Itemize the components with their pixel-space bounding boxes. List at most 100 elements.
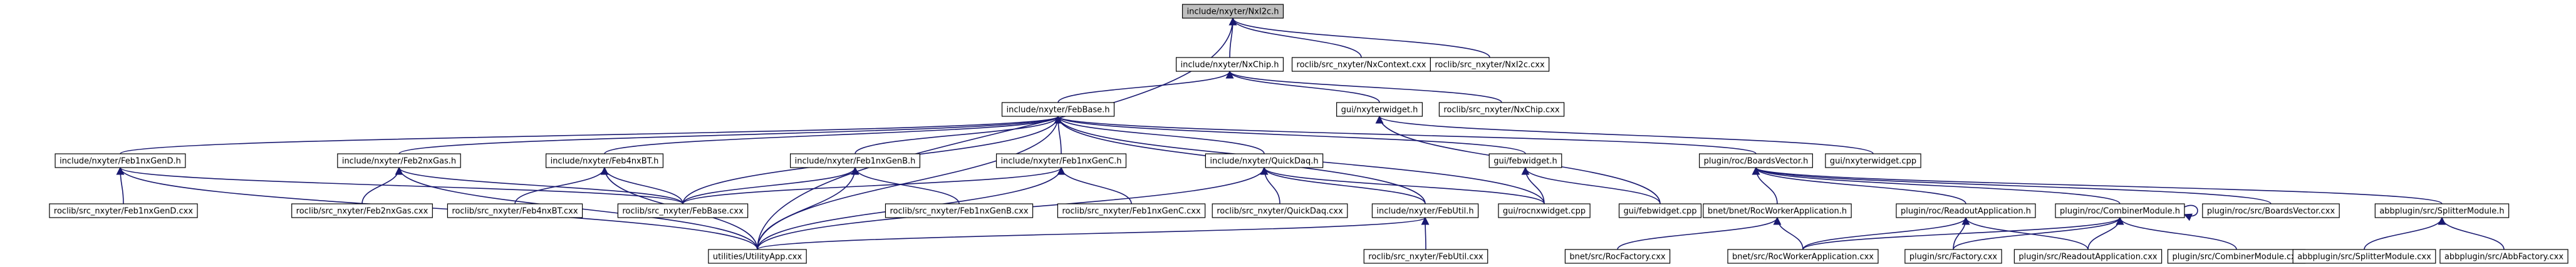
nodes-layer: include/nxyter/NxI2c.hroclib/src_nxyter/… xyxy=(49,4,2568,264)
edge-febbase_h-quickdaq_h xyxy=(1054,115,1265,154)
node-label: roclib/src_nxyter/NxI2c.cxx xyxy=(1435,61,1545,70)
node-label: include/nxyter/NxChip.h xyxy=(1181,61,1279,70)
node-nxchip-cxx[interactable]: roclib/src_nxyter/NxChip.cxx xyxy=(1438,102,1565,117)
node-label: roclib/src_nxyter/Feb1nxGenB.cxx xyxy=(890,207,1028,216)
node-box xyxy=(1336,102,1423,117)
node-rocfactory-cxx[interactable]: bnet/src/RocFactory.cxx xyxy=(1564,249,1671,264)
node-box xyxy=(1564,249,1671,264)
node-feb4nxbt-cxx[interactable]: roclib/src_nxyter/Feb4nxBT.cxx xyxy=(447,203,583,218)
edge-feb1nxgenc_h-feb1nxgenc_cxx xyxy=(1057,166,1132,204)
node-pluginfactory-cxx[interactable]: plugin/src/Factory.cxx xyxy=(1904,249,2002,264)
node-label: roclib/src_nxyter/Feb2nxGas.cxx xyxy=(296,207,428,216)
node-rocworkerapp-cxx[interactable]: bnet/src/RocWorkerApplication.cxx xyxy=(1727,249,1879,264)
edge-nxchip_h-febbase_h xyxy=(1057,70,1234,103)
node-label: abbplugin/src/SplitterModule.cxx xyxy=(2297,253,2431,262)
edge-rocworkerapp_h-rocfactory_cxx xyxy=(1617,216,1782,250)
node-readoutapp-cxx[interactable]: plugin/src/ReadoutApplication.cxx xyxy=(2013,249,2163,264)
node-nxi2c-cxx[interactable]: roclib/src_nxyter/NxI2c.cxx xyxy=(1430,57,1550,72)
node-label: plugin/roc/src/BoardsVector.cxx xyxy=(2207,207,2335,216)
node-febbase-h[interactable]: include/nxyter/FebBase.h xyxy=(1001,102,1115,117)
node-label: gui/febwidget.h xyxy=(1493,157,1557,166)
node-label: plugin/src/ReadoutApplication.cxx xyxy=(2018,253,2158,262)
node-readoutapp-h[interactable]: plugin/roc/ReadoutApplication.h xyxy=(1896,203,2036,218)
node-boardsvector-cxx[interactable]: plugin/roc/src/BoardsVector.cxx xyxy=(2202,203,2340,218)
node-splittermodule-h[interactable]: abbplugin/src/SplitterModule.h xyxy=(2374,203,2510,218)
node-feb1nxgenc-h[interactable]: include/nxyter/Feb1nxGenC.h xyxy=(995,153,1127,168)
edge-feb1nxgenb_h-utilityapp_cxx xyxy=(757,166,860,250)
edge-febbase_h-feb1nxgenb_h xyxy=(854,115,1062,154)
node-feb2nxgas-cxx[interactable]: roclib/src_nxyter/Feb2nxGas.cxx xyxy=(291,203,433,218)
node-box xyxy=(2202,203,2340,218)
node-combinermodule-h[interactable]: plugin/roc/CombinerModule.h xyxy=(2055,203,2185,218)
edge-gui_nxyterwidget_h-gui_nxyterwidget_cpp xyxy=(1375,115,1874,154)
node-label: utilities/UtilityApp.cxx xyxy=(713,253,802,262)
node-quickdaq-h[interactable]: include/nxyter/QuickDaq.h xyxy=(1205,153,1324,168)
edge-boardsvector_h-splittermodule_h xyxy=(1752,166,2443,204)
node-box xyxy=(2292,249,2436,264)
node-febbase-cxx[interactable]: roclib/src_nxyter/FebBase.cxx xyxy=(617,203,749,218)
node-box xyxy=(1498,203,1591,218)
edge-feb4nxbt_h-feb4nxbt_cxx xyxy=(514,166,609,204)
edge-nxchip_h-nxchip_cxx xyxy=(1225,70,1502,103)
node-gui-nxyterwidget-cpp[interactable]: gui/nxyterwidget.cpp xyxy=(1825,153,1921,168)
node-label: include/nxyter/QuickDaq.h xyxy=(1210,157,1318,166)
node-combinermodule-cxx[interactable]: plugin/src/CombinerModule.cxx xyxy=(2167,249,2306,264)
node-abbfactory-cxx[interactable]: abbplugin/src/AbbFactory.cxx xyxy=(2439,249,2568,264)
node-box xyxy=(1212,203,1348,218)
node-splittermodule-cxx[interactable]: abbplugin/src/SplitterModule.cxx xyxy=(2292,249,2436,264)
node-gui-nxyterwidget-h[interactable]: gui/nxyterwidget.h xyxy=(1336,102,1423,117)
node-box xyxy=(1896,203,2036,218)
node-label: gui/nxyterwidget.cpp xyxy=(1830,157,1916,166)
node-febutil-h[interactable]: include/nxyter/FebUtil.h xyxy=(1371,203,1479,218)
node-box xyxy=(1438,102,1565,117)
edge-nxi2c_h-nxi2c_cxx xyxy=(1228,17,1490,58)
node-rocworkerapp-h[interactable]: bnet/bnet/RocWorkerApplication.h xyxy=(1703,203,1852,218)
node-box xyxy=(291,203,433,218)
edge-febutil_h-febutil_cxx xyxy=(1421,216,1430,250)
node-utilityapp-cxx[interactable]: utilities/UtilityApp.cxx xyxy=(708,249,807,264)
node-label: abbplugin/src/SplitterModule.h xyxy=(2379,207,2504,216)
node-feb1nxgenb-h[interactable]: include/nxyter/Feb1nxGenB.h xyxy=(790,153,920,168)
node-box xyxy=(1618,203,1702,218)
node-box xyxy=(337,153,461,168)
node-box xyxy=(1703,203,1852,218)
node-label: include/nxyter/FebUtil.h xyxy=(1376,207,1473,216)
node-nxchip-h[interactable]: include/nxyter/NxChip.h xyxy=(1175,57,1284,72)
node-feb2nxgas-h[interactable]: include/nxyter/Feb2nxGas.h xyxy=(337,153,461,168)
edge-quickdaq_h-rocnxwidget_cpp xyxy=(1260,166,1545,204)
edge-feb1nxgend_h-utilityapp_cxx xyxy=(116,166,758,250)
node-quickdaq-cxx[interactable]: roclib/src_nxyter/QuickDaq.cxx xyxy=(1212,203,1348,218)
node-febutil-cxx[interactable]: roclib/src_nxyter/FebUtil.cxx xyxy=(1363,249,1488,264)
node-box xyxy=(1205,153,1324,168)
node-feb4nxbt-h[interactable]: include/nxyter/Feb4nxBT.h xyxy=(545,153,664,168)
node-febwidget-cpp[interactable]: gui/febwidget.cpp xyxy=(1618,203,1702,218)
node-label: roclib/src_nxyter/Feb1nxGenD.cxx xyxy=(54,207,193,216)
node-label: gui/febwidget.cpp xyxy=(1624,207,1697,216)
node-label: gui/rocnxwidget.cpp xyxy=(1503,207,1586,216)
node-box xyxy=(1182,4,1284,19)
node-label: include/nxyter/FebBase.h xyxy=(1007,106,1110,115)
edge-feb2nxgas_h-febbase_cxx xyxy=(395,166,683,204)
edge-readoutapp_h-readoutapp_cxx xyxy=(1961,216,2089,250)
node-label: include/nxyter/Feb1nxGenD.h xyxy=(60,157,181,166)
node-boardsvector-h[interactable]: plugin/roc/BoardsVector.h xyxy=(1699,153,1813,168)
node-box xyxy=(1057,203,1206,218)
node-box xyxy=(2055,203,2185,218)
edge-feb1nxgenb_h-febbase_cxx xyxy=(682,166,860,204)
edge-feb1nxgend_h-feb1nxgend_cxx xyxy=(116,166,125,204)
node-box xyxy=(2013,249,2163,264)
node-feb1nxgenb-cxx[interactable]: roclib/src_nxyter/Feb1nxGenB.cxx xyxy=(885,203,1034,218)
node-box xyxy=(2439,249,2568,264)
node-label: bnet/src/RocWorkerApplication.cxx xyxy=(1732,253,1874,262)
node-feb1nxgend-cxx[interactable]: roclib/src_nxyter/Feb1nxGenD.cxx xyxy=(49,203,198,218)
edge-rocworkerapp_h-rocworkerapp_cxx xyxy=(1773,216,1804,250)
node-label: gui/nxyterwidget.h xyxy=(1341,106,1418,115)
node-rocnxwidget-cpp[interactable]: gui/rocnxwidget.cpp xyxy=(1498,203,1591,218)
node-nxcontext-cxx[interactable]: roclib/src_nxyter/NxContext.cxx xyxy=(1291,57,1431,72)
node-label: include/nxyter/Feb2nxGas.h xyxy=(342,157,456,166)
node-feb1nxgend-h[interactable]: include/nxyter/Feb1nxGenD.h xyxy=(55,153,186,168)
node-label: roclib/src_nxyter/FebUtil.cxx xyxy=(1368,253,1483,262)
edge-feb1nxgenb_h-feb1nxgenb_cxx xyxy=(851,166,960,204)
node-feb1nxgenc-cxx[interactable]: roclib/src_nxyter/Feb1nxGenC.cxx xyxy=(1057,203,1206,218)
node-guifebwidget-h[interactable]: gui/febwidget.h xyxy=(1488,153,1562,168)
